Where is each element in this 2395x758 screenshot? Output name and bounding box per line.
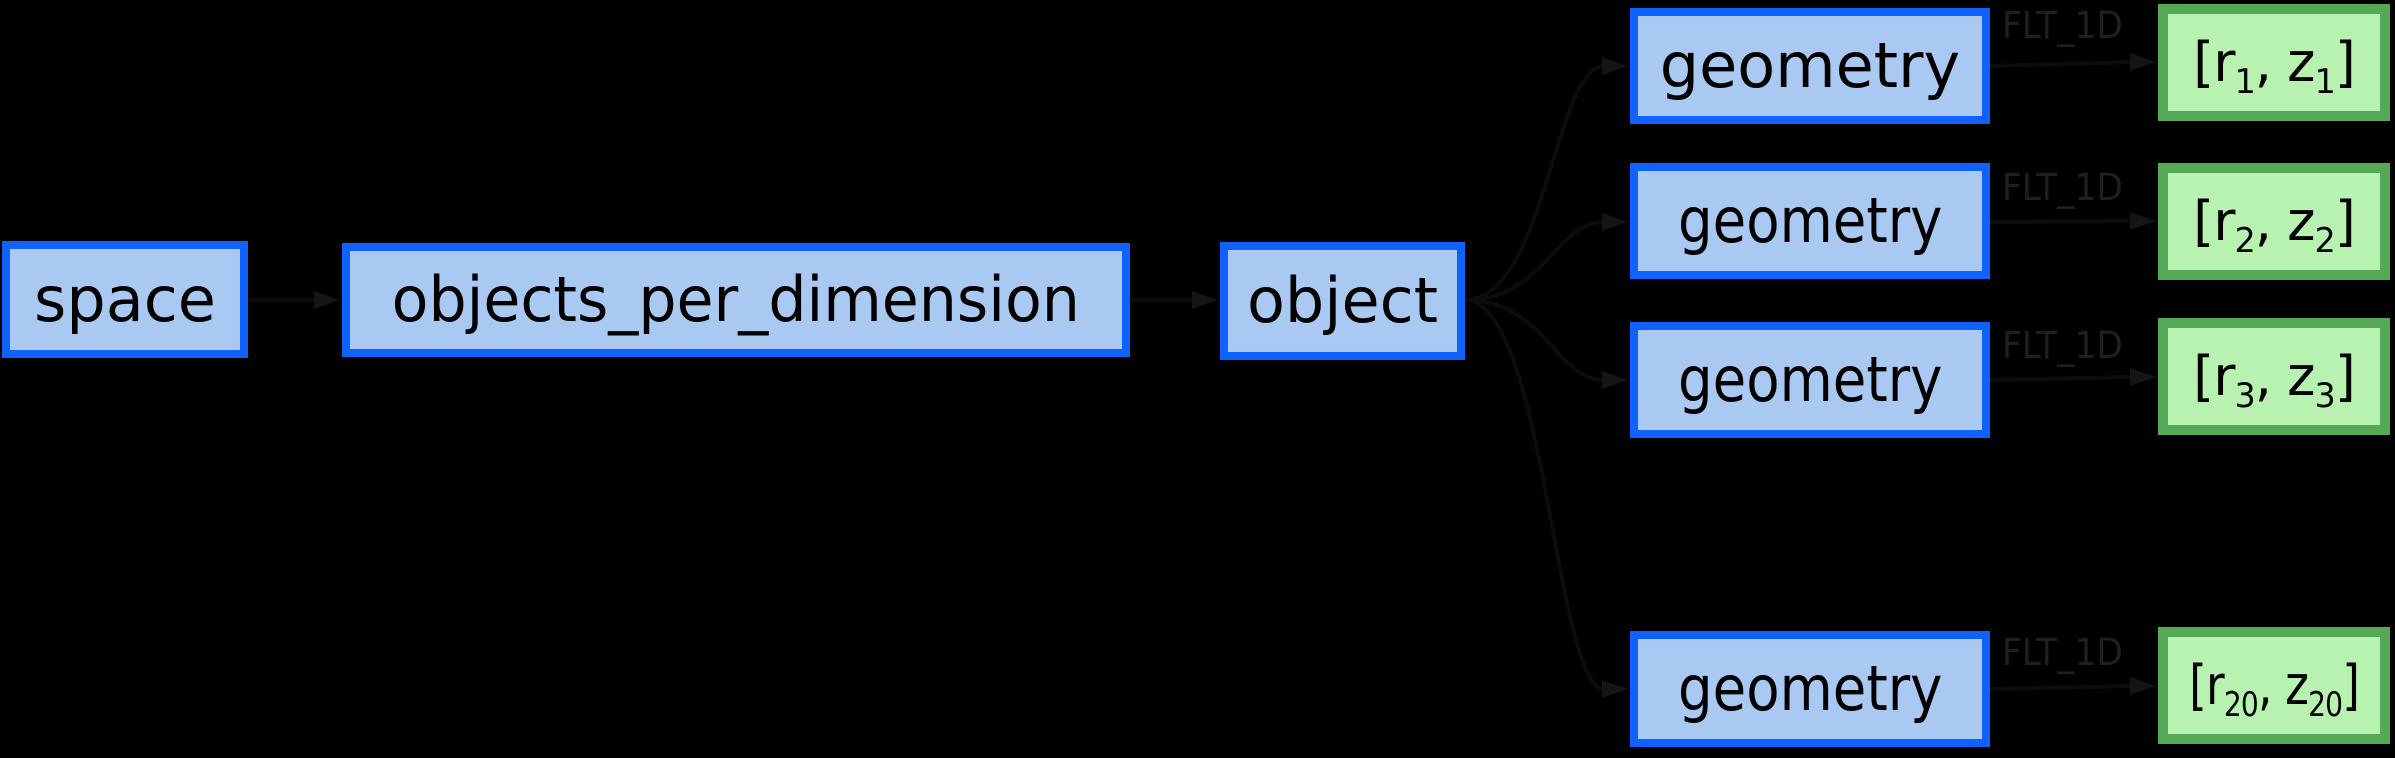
node-geometry-label: geometry: [1659, 29, 1961, 102]
point-values-text: [r2, z2]: [2193, 189, 2356, 260]
node-point-values-1: [r1, z1]: [2158, 4, 2390, 121]
node-geometry-label: geometry: [1677, 184, 1943, 257]
edge-label-flt-1d: FLT_1D: [2002, 4, 2123, 47]
node-point-values-20: [r20, z20]: [2158, 627, 2390, 744]
edge-label-flt-1d: FLT_1D: [2002, 631, 2123, 674]
node-geometry-label: geometry: [1677, 652, 1943, 725]
point-values-text: [r1, z1]: [2193, 30, 2356, 101]
node-geometry-1: geometry: [1630, 8, 1990, 124]
node-objects-per-dimension: objects_per_dimension: [342, 243, 1130, 357]
node-geometry-3: geometry: [1630, 322, 1990, 438]
node-space: space: [2, 241, 248, 358]
edge-label-flt-1d: FLT_1D: [2002, 166, 2123, 209]
node-object-label: object: [1246, 264, 1439, 337]
node-objects-per-dimension-label: objects_per_dimension: [391, 263, 1081, 336]
node-geometry-2: geometry: [1630, 163, 1990, 279]
point-values-text: [r20, z20]: [2189, 653, 2360, 724]
node-object: object: [1220, 242, 1465, 360]
edge-lines: [248, 60, 2133, 691]
arrowhead-icons: [314, 53, 2156, 698]
node-point-values-3: [r3, z3]: [2158, 318, 2390, 435]
node-point-values-2: [r2, z2]: [2158, 163, 2390, 280]
node-geometry-20: geometry: [1630, 631, 1990, 747]
node-space-label: space: [34, 262, 216, 336]
edge-label-flt-1d: FLT_1D: [2002, 324, 2123, 367]
node-geometry-label: geometry: [1677, 343, 1943, 416]
point-values-text: [r3, z3]: [2193, 344, 2356, 415]
